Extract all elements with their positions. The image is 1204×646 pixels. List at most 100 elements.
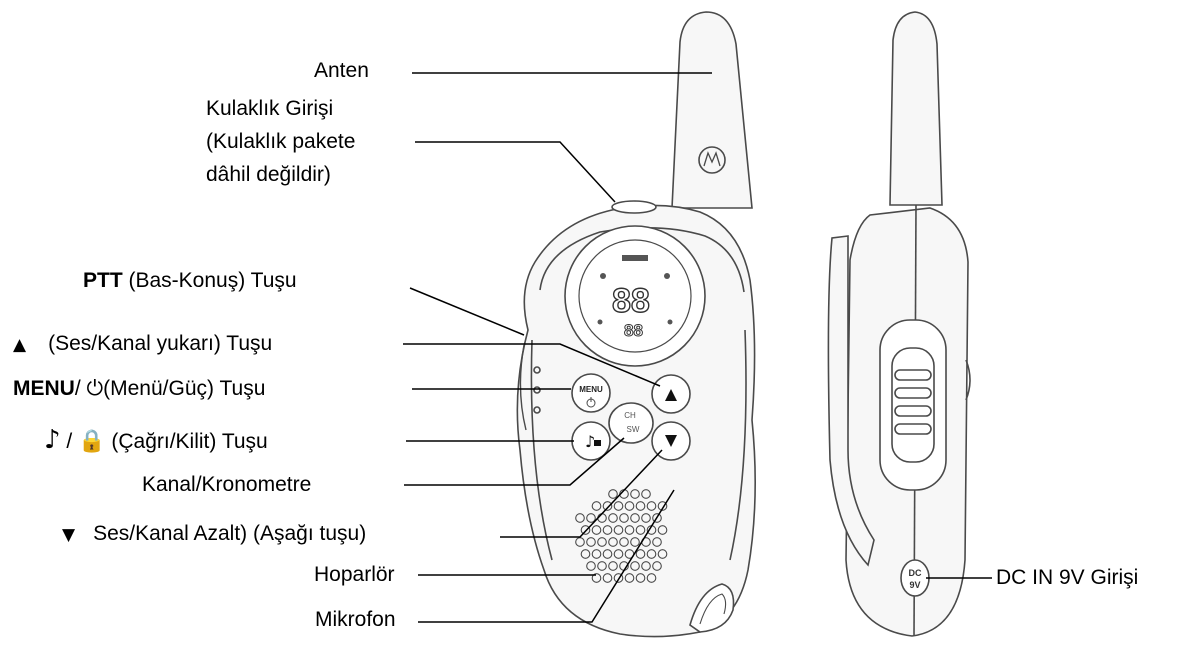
label-call-text: (Çağrı/Kilit) Tuşu bbox=[105, 430, 268, 453]
label-speaker: Hoparlör bbox=[314, 563, 395, 586]
speaker-hole bbox=[630, 561, 640, 571]
speaker-hole bbox=[608, 489, 618, 499]
label-ptt-bold: PTT bbox=[83, 269, 123, 292]
speaker-hole bbox=[646, 573, 657, 583]
label-up: ▲ (Ses/Kanal yukarı) Tuşu bbox=[13, 331, 272, 358]
ch-sw-button[interactable]: CH SW bbox=[608, 402, 654, 444]
earphone-jack bbox=[611, 200, 657, 214]
speaker-hole bbox=[613, 501, 624, 511]
dc-jack bbox=[900, 559, 930, 597]
label-dc-in: DC IN 9V Girişi bbox=[996, 566, 1139, 589]
leader-mic bbox=[418, 489, 675, 623]
svg-text:MENU: MENU bbox=[579, 385, 603, 394]
speaker-hole bbox=[641, 513, 651, 523]
label-menu-slash: / bbox=[74, 377, 87, 400]
speaker-hole bbox=[630, 513, 640, 523]
side-antenna bbox=[889, 11, 943, 206]
label-up-text: (Ses/Kanal yukarı) Tuşu bbox=[48, 332, 273, 355]
speaker-hole bbox=[641, 561, 651, 571]
speaker-hole bbox=[624, 501, 635, 511]
speaker-hole bbox=[586, 561, 596, 571]
leader-up bbox=[403, 343, 661, 387]
speaker-hole bbox=[597, 561, 607, 571]
label-ptt-text: (Bas-Konuş) Tuşu bbox=[122, 269, 297, 292]
speaker-hole bbox=[652, 537, 662, 547]
svg-text:CH: CH bbox=[624, 411, 636, 420]
speaker-hole bbox=[608, 537, 618, 547]
leader-lines bbox=[403, 72, 992, 623]
speaker-hole bbox=[657, 525, 668, 535]
speaker-hole bbox=[602, 525, 613, 535]
lcd-main-digits: 88 bbox=[612, 282, 650, 320]
lcd-small-digits: 88 bbox=[624, 321, 643, 340]
speaker-hole bbox=[580, 525, 591, 535]
label-menu-bold: MENU bbox=[13, 377, 75, 400]
speaker-hole bbox=[591, 525, 602, 535]
speaker-hole bbox=[657, 549, 668, 559]
speaker-hole bbox=[608, 513, 618, 523]
speaker-hole bbox=[608, 561, 618, 571]
leader-channel bbox=[404, 437, 625, 486]
speaker-hole bbox=[586, 513, 596, 523]
speaker-hole bbox=[641, 489, 651, 499]
brand-logo bbox=[698, 146, 726, 174]
speaker-hole bbox=[580, 549, 591, 559]
label-microphone: Mikrofon bbox=[315, 608, 396, 631]
speaker-hole bbox=[591, 501, 602, 511]
radio-side-view: DC 9V bbox=[827, 11, 971, 637]
label-down: ▼ Ses/Kanal Azalt) (Aşağı tuşu) bbox=[62, 521, 366, 548]
clip-grip bbox=[879, 319, 947, 491]
leader-earphone bbox=[415, 141, 616, 203]
speaker-hole bbox=[602, 549, 613, 559]
speaker-hole bbox=[619, 537, 629, 547]
speaker-hole bbox=[619, 513, 629, 523]
leader-down bbox=[500, 449, 663, 538]
speaker-hole bbox=[591, 549, 602, 559]
speaker-hole bbox=[630, 537, 640, 547]
svg-text:SW: SW bbox=[627, 425, 640, 434]
label-antenna: Anten bbox=[314, 59, 369, 82]
svg-text:♪: ♪ bbox=[585, 432, 595, 451]
label-call-slash: / bbox=[60, 430, 79, 453]
svg-text:DC: DC bbox=[909, 568, 922, 578]
speaker-hole bbox=[646, 501, 657, 511]
speaker-hole bbox=[613, 525, 624, 535]
speaker-hole bbox=[624, 525, 635, 535]
power-icon: ⏻ bbox=[86, 376, 104, 400]
menu-button[interactable]: MENU bbox=[571, 373, 611, 413]
svg-text:9V: 9V bbox=[909, 580, 920, 590]
label-ptt: PTT (Bas-Konuş) Tuşu bbox=[83, 268, 297, 294]
music-note-icon: ♪ bbox=[44, 425, 61, 455]
label-earphone-line2: (Kulaklık pakete bbox=[206, 130, 356, 153]
speaker-hole bbox=[586, 537, 596, 547]
speaker-hole bbox=[597, 537, 607, 547]
speaker-hole bbox=[635, 501, 646, 511]
speaker-hole bbox=[613, 549, 624, 559]
down-arrow-icon: ▼ bbox=[62, 525, 76, 545]
display bbox=[578, 239, 692, 353]
speaker-hole bbox=[657, 501, 668, 511]
label-menu-text: (Menü/Güç) Tuşu bbox=[103, 377, 266, 400]
speaker-hole bbox=[613, 573, 624, 583]
belt-clip bbox=[827, 235, 875, 567]
speaker-hole bbox=[602, 501, 613, 511]
label-menu: MENU/ ⏻(Menü/Güç) Tuşu bbox=[13, 375, 265, 402]
label-down-text: Ses/Kanal Azalt) (Aşağı tuşu) bbox=[93, 522, 367, 545]
speaker-hole bbox=[624, 573, 635, 583]
speaker-hole bbox=[575, 513, 585, 523]
leader-ptt bbox=[409, 287, 525, 336]
label-earphone-line1: Kulaklık Girişi bbox=[206, 97, 334, 120]
up-button[interactable] bbox=[651, 374, 691, 414]
up-arrow-icon: ▲ bbox=[13, 335, 27, 355]
speaker-hole bbox=[635, 525, 646, 535]
antenna bbox=[671, 11, 753, 209]
speaker-hole bbox=[602, 573, 613, 583]
speaker-hole bbox=[652, 513, 662, 523]
label-earphone-line3: dâhil değildir) bbox=[206, 163, 331, 186]
speaker-hole bbox=[630, 489, 640, 499]
speaker-hole bbox=[635, 573, 646, 583]
radio-front-view: 88 88 MENU CH SW bbox=[516, 11, 756, 638]
speaker-hole bbox=[652, 561, 662, 571]
